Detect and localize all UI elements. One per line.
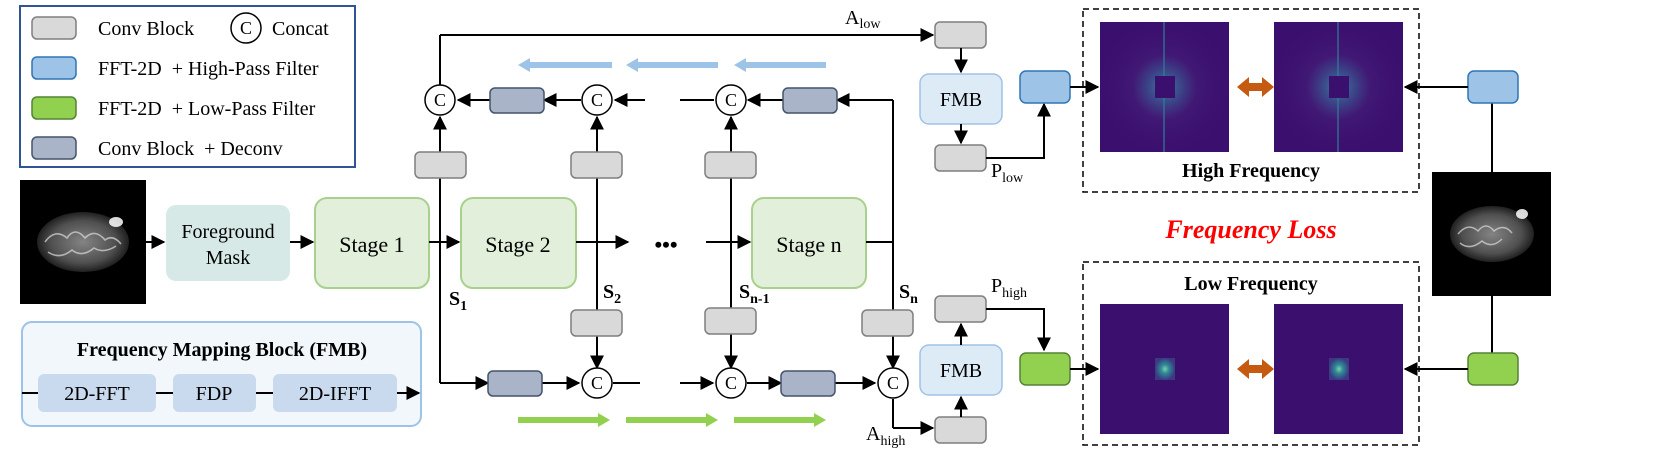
deconv-block-bottom-1 [487, 370, 543, 397]
foreground-mask-label-2: Mask [206, 247, 250, 269]
skip-label-n: Sn [899, 281, 918, 307]
high-pass-filter-block [1019, 70, 1071, 104]
legend-high-pass-label: FFT-2D + High-Pass Filter [98, 58, 319, 80]
skip-label-1: S1 [449, 288, 467, 314]
skip-conv-block-n1-top [704, 151, 757, 179]
direction-arrows [518, 58, 826, 427]
brain-mri-icon [37, 212, 129, 272]
fmb-step-fdp [173, 374, 256, 412]
concat-top-1-symbol: C [434, 90, 446, 110]
legend-high-pass-swatch [31, 56, 77, 80]
fmb-detail: Frequency Mapping Block (FMB) 2D-FFT FDP… [21, 321, 422, 427]
concat-circle-icon [715, 84, 747, 116]
fmb-detail-title: Frequency Mapping Block (FMB) [77, 339, 367, 361]
stage-ellipsis: ••• [654, 232, 677, 257]
p-low-label: Plow [991, 160, 1024, 186]
input-brain-image [20, 180, 146, 304]
high-frequency-title: High Frequency [1182, 160, 1320, 182]
fmb-bottom-label: FMB [940, 360, 982, 382]
deconv-block-bottom-2 [780, 370, 836, 397]
fmb-step-fft [38, 374, 156, 412]
fmb-top-output-conv [934, 144, 987, 172]
legend-low-pass-label: FFT-2D + Low-Pass Filter [98, 98, 316, 120]
fmb-step-fft-label: 2D-FFT [64, 383, 130, 405]
legend-concat-symbol: C [240, 18, 252, 38]
skip-conv-block-1 [414, 151, 467, 179]
legend-concat-label: Concat [272, 18, 329, 40]
low-frequency-panel: Low Frequency [1082, 261, 1420, 446]
legend-deconv-label: Conv Block + Deconv [98, 138, 283, 160]
fmb-step-fdp-label: FDP [196, 383, 233, 405]
fmb-bottom-output-conv [934, 295, 987, 323]
concat-bottom-2-symbol: C [725, 373, 737, 393]
deconv-block-top-2 [782, 87, 838, 114]
top-decoder-lines [433, 28, 935, 435]
gt-high-pass-filter-block [1467, 70, 1519, 104]
deconv-block-top-1 [489, 87, 545, 114]
skip-conv-block-2-top [570, 151, 623, 179]
skip-conv-block-n1-bottom [704, 307, 757, 335]
skip-label-2: S2 [603, 281, 621, 307]
fmb-bottom-input-conv [934, 416, 987, 444]
concat-circle-icon [424, 84, 456, 116]
brain-mri-icon [1450, 206, 1534, 262]
stage-2-label: Stage 2 [485, 232, 550, 257]
fmb-top-arrows [954, 48, 1051, 159]
skip-label-n-1: Sn-1 [739, 281, 770, 307]
foreground-mask-label-1: Foreground [181, 221, 274, 243]
legend-conv-swatch [31, 16, 77, 40]
concat-circle-icon [581, 84, 613, 116]
legend: Conv Block C Concat FFT-2D + High-Pass F… [19, 5, 356, 168]
p-high-label: Phigh [991, 275, 1027, 301]
skip-conv-block-2-bottom [570, 309, 623, 337]
a-high-label: Ahigh [866, 423, 905, 449]
legend-low-pass-swatch [31, 96, 77, 120]
fmb-top-label: FMB [940, 89, 982, 111]
concat-circle-icon [877, 367, 909, 399]
fmb-step-ifft [273, 374, 397, 412]
concat-top-3-symbol: C [725, 90, 737, 110]
fmb-step-ifft-label: 2D-IFFT [299, 383, 371, 405]
fmb-top-input-conv [934, 21, 987, 49]
low-pass-filter-block [1019, 352, 1071, 386]
stage-1-label: Stage 1 [339, 232, 404, 257]
stage-n-label: Stage n [776, 232, 841, 257]
double-arrow-icon [1237, 77, 1274, 97]
ground-truth-branch [1403, 70, 1551, 386]
low-frequency-title: Low Frequency [1184, 273, 1318, 295]
concat-circle-icon [715, 367, 747, 399]
gt-low-pass-filter-block [1467, 352, 1519, 386]
concat-circle-icon [581, 367, 613, 399]
legend-conv-label: Conv Block [98, 18, 194, 40]
concat-nodes: C C C C C C [424, 84, 909, 399]
double-arrow-icon [1237, 359, 1274, 379]
high-frequency-panel: High Frequency [1082, 8, 1420, 193]
skip-labels: S1 S2 Sn-1 Sn [449, 281, 918, 314]
concat-circle-icon [230, 12, 262, 44]
fmb-bottom-arrows [954, 308, 1051, 417]
concat-bottom-3-symbol: C [887, 373, 899, 393]
foreground-mask-box [166, 205, 290, 281]
concat-bottom-1-symbol: C [591, 373, 603, 393]
legend-deconv-swatch [31, 136, 77, 160]
frequency-loss-label: Frequency Loss [1164, 215, 1336, 244]
concat-top-2-symbol: C [591, 90, 603, 110]
skip-conv-block-n-bottom [861, 309, 914, 337]
a-low-label: Alow [845, 7, 881, 32]
